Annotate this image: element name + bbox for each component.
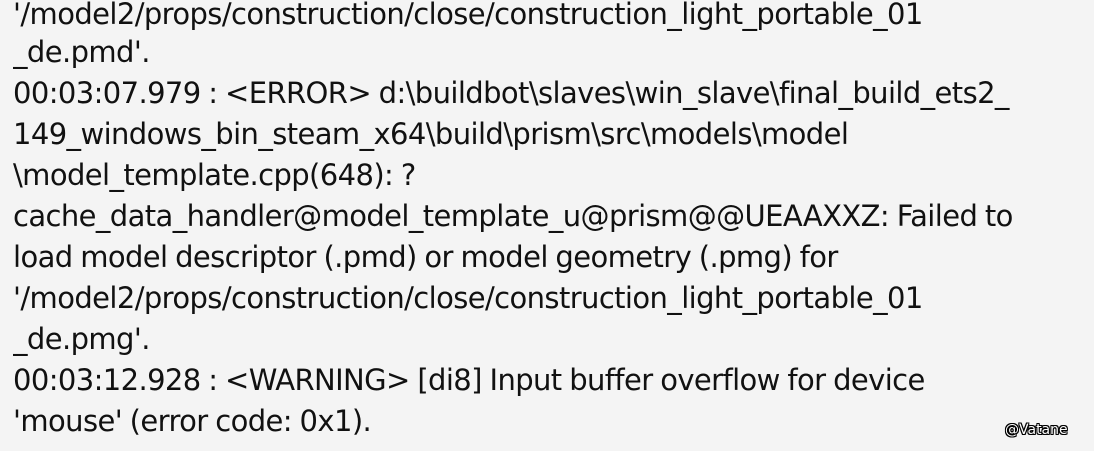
log-line: load model descriptor (.pmd) or model ge… — [13, 240, 838, 274]
log-line: '/model2/props/construction/close/constr… — [13, 0, 923, 31]
log-line: 149_windows_bin_steam_x64\build\prism\sr… — [13, 117, 849, 151]
log-line: '/model2/props/construction/close/constr… — [13, 281, 923, 315]
log-line: cache_data_handler@model_template_u@pris… — [13, 199, 1013, 233]
log-line: _de.pmg'. — [13, 322, 150, 356]
watermark: @Vatane — [1005, 422, 1068, 438]
log-line: 00:03:12.928 : <WARNING> [di8] Input buf… — [13, 363, 925, 397]
log-line: 'mouse' (error code: 0x1). — [13, 404, 372, 438]
log-line: 00:03:07.979 : <ERROR> d:\buildbot\slave… — [13, 76, 1009, 110]
log-line: _de.pmd'. — [13, 35, 150, 69]
log-output: '/model2/props/construction/close/constr… — [13, 0, 1094, 451]
log-line: \model_template.cpp(648): ? — [13, 158, 416, 192]
